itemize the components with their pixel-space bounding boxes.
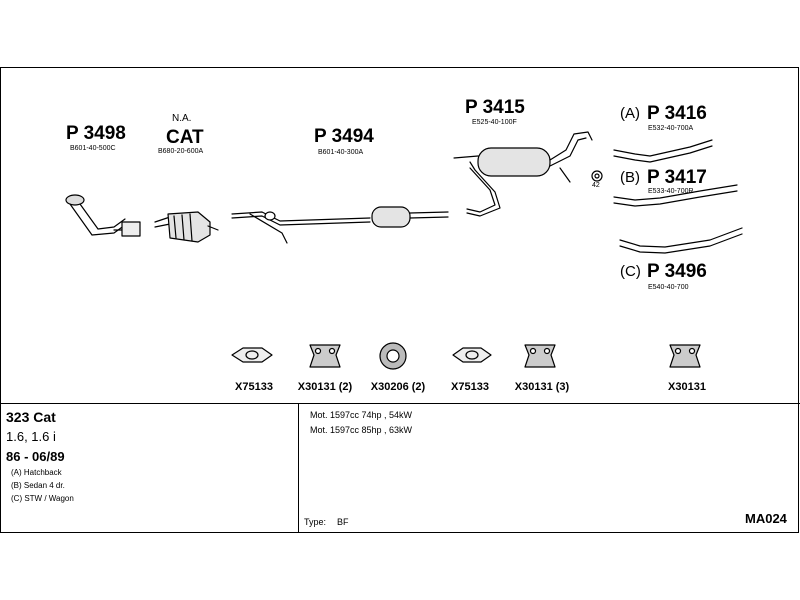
variant-c: (C) <box>620 263 641 280</box>
middle-pipe-p3494 <box>231 206 449 244</box>
part-number-p3416: P 3416 <box>647 103 707 124</box>
part-number-p3417: P 3417 <box>647 167 707 188</box>
variant-a: (A) <box>620 105 640 122</box>
part-code-p3498: B601-40-500C <box>70 145 116 152</box>
fitting-label-5: X30131 (3) <box>514 381 570 393</box>
fitting-label-4: X75133 <box>451 381 489 393</box>
tail-pipe-b <box>613 184 738 207</box>
motor-spec-2: Mot. 1597cc 85hp , 63kW <box>310 425 413 435</box>
cat-code: B680-20-600A <box>158 148 204 155</box>
body-hatchback: (A) Hatchback <box>11 468 62 477</box>
part-code-p3417: E533-40-700R <box>648 188 694 195</box>
front-pipe-p3498 <box>65 194 141 237</box>
fitting-label-3: X30206 (2) <box>370 381 426 393</box>
cat-label: CAT <box>166 127 204 148</box>
type-value: BF <box>337 517 349 527</box>
motor-spec-1: Mot. 1597cc 74hp , 54kW <box>310 410 413 420</box>
fitting-gasket-2 <box>452 347 492 363</box>
fitting-rubber-1 <box>309 344 341 368</box>
hanger-callout: 42 <box>592 182 600 189</box>
part-code-p3496: E540-40-700 <box>648 284 689 291</box>
hanger-42 <box>591 170 603 182</box>
tail-pipe-c <box>619 227 743 254</box>
fitting-rubber-2 <box>524 344 556 368</box>
variant-b: (B) <box>620 169 640 186</box>
catalog-code: MA024 <box>745 511 787 526</box>
part-number-p3415: P 3415 <box>465 97 525 118</box>
fitting-label-6: X30131 <box>668 381 706 393</box>
part-number-p3498: P 3498 <box>66 123 126 144</box>
divider-horizontal <box>0 403 800 404</box>
part-code-p3494: B601-40-300A <box>318 149 364 156</box>
part-number-p3496: P 3496 <box>647 261 707 282</box>
body-wagon: (C) STW / Wagon <box>11 494 74 503</box>
vehicle-years: 86 - 06/89 <box>6 449 65 464</box>
body-sedan: (B) Sedan 4 dr. <box>11 481 65 490</box>
rear-silencer-p3415 <box>453 131 593 217</box>
diagram-frame <box>0 67 799 533</box>
fitting-label-2: X30131 (2) <box>297 381 353 393</box>
fitting-gasket-1 <box>231 347 273 363</box>
part-code-p3416: E532-40-700A <box>648 125 694 132</box>
tail-pipe-a <box>613 139 713 163</box>
part-number-p3494: P 3494 <box>314 126 374 147</box>
catalytic-converter <box>154 211 219 243</box>
vehicle-engines: 1.6, 1.6 i <box>6 429 56 444</box>
part-code-p3415: E525-40-100F <box>472 119 517 126</box>
fitting-ring <box>379 342 407 370</box>
vehicle-model: 323 Cat <box>6 409 56 425</box>
fitting-rubber-3 <box>669 344 701 368</box>
fitting-label-1: X75133 <box>235 381 273 393</box>
type-label: Type: <box>304 517 327 527</box>
divider-vertical <box>298 404 299 533</box>
cat-prefix: N.A. <box>172 113 192 124</box>
